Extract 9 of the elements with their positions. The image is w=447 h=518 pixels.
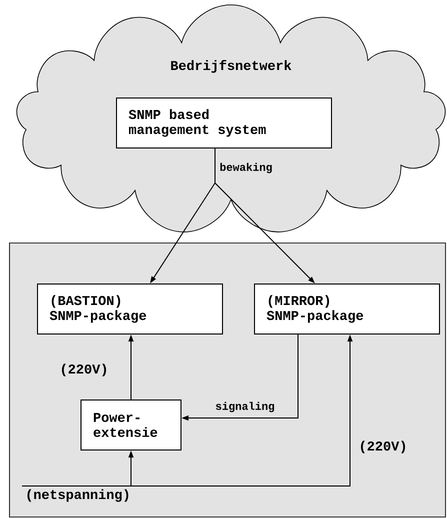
- edge-label: (220V): [358, 440, 408, 454]
- package-box: (BASTION) SNMP-package: [37, 284, 223, 334]
- power-box: Power- extensie: [80, 400, 182, 450]
- edge-label: (220V): [58, 362, 110, 378]
- package-box: (MIRROR) SNMP-package: [254, 284, 440, 334]
- edge-label: signaling: [214, 400, 276, 414]
- system-box: SNMP based management system: [116, 98, 332, 148]
- edge-label: bewaking: [218, 162, 274, 174]
- mains-label: (netspanning): [27, 489, 128, 502]
